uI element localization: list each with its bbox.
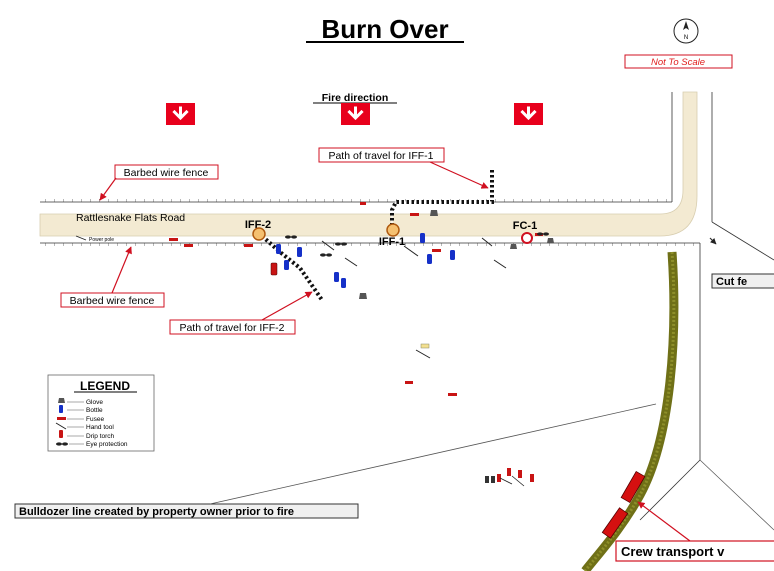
fire-direction-arrow-1 bbox=[166, 103, 195, 125]
fire-direction-label: Fire direction bbox=[322, 92, 389, 104]
marker-fc1-label: FC-1 bbox=[513, 220, 537, 232]
fence-right bbox=[639, 92, 774, 521]
callout-cut-fence-text: Cut fe bbox=[716, 276, 747, 288]
marker-fc1-icon bbox=[521, 232, 533, 244]
fire-direction-arrow-3 bbox=[514, 103, 543, 125]
hand-tool-icon bbox=[403, 245, 419, 257]
callout-cut-fence: Cut fe bbox=[711, 273, 774, 289]
callout-path-iff2-text: Path of travel for IFF-2 bbox=[179, 322, 284, 334]
callout-fence-top: Barbed wire fence bbox=[99, 164, 219, 201]
legend-item-drip-torch: Drip torch bbox=[86, 433, 115, 440]
glove-icon bbox=[510, 244, 517, 249]
callout-bulldozer-text: Bulldozer line created by property owner… bbox=[19, 506, 294, 518]
path-iff2 bbox=[260, 234, 324, 302]
legend: LEGEND Glove Bottle Fusee Hand tool Drip… bbox=[47, 374, 155, 452]
bulldozer-line bbox=[581, 251, 679, 571]
crew-transport-vehicle-1 bbox=[620, 470, 646, 504]
legend-glove-icon bbox=[58, 398, 65, 403]
fusee-icon bbox=[169, 238, 178, 241]
fusee-icon bbox=[244, 244, 253, 247]
legend-bottle-icon bbox=[59, 405, 63, 413]
marker-iff2-label: IFF-2 bbox=[245, 219, 271, 231]
path-iff1 bbox=[390, 170, 494, 228]
marker-iff1-label: IFF-1 bbox=[379, 236, 405, 248]
item-icon bbox=[420, 343, 430, 349]
fusee-icon bbox=[360, 202, 366, 205]
glove-icon bbox=[430, 210, 438, 216]
marker-iff1-icon bbox=[386, 223, 400, 237]
scale-note: Not To Scale bbox=[651, 57, 705, 68]
fusee-icon bbox=[432, 249, 441, 252]
road-name-label: Rattlesnake Flats Road bbox=[76, 212, 185, 224]
evidence-items bbox=[169, 202, 554, 487]
legend-item-fusee: Fusee bbox=[86, 416, 104, 423]
legend-drip-torch-icon bbox=[59, 430, 63, 438]
hand-tool-icon bbox=[493, 259, 507, 269]
legend-eye-protection-icon bbox=[56, 442, 68, 446]
power-pole-icon bbox=[75, 235, 87, 241]
bottle-icon bbox=[341, 278, 346, 288]
bottle-icon bbox=[276, 244, 281, 254]
crew-transport-vehicle-2 bbox=[601, 507, 629, 539]
legend-fusee-icon bbox=[57, 417, 66, 420]
fusee-icon bbox=[448, 393, 457, 396]
page-title: Burn Over bbox=[321, 14, 448, 44]
item-cluster bbox=[485, 468, 534, 487]
hand-tool-icon bbox=[481, 237, 493, 247]
fence-bottom bbox=[40, 242, 700, 246]
bottle-icon bbox=[427, 254, 432, 264]
callout-fence-top-text: Barbed wire fence bbox=[124, 167, 209, 179]
fence-top bbox=[40, 92, 673, 203]
scale-note-box bbox=[624, 54, 733, 69]
eye-protection-icon bbox=[537, 232, 549, 236]
dirt-track bbox=[699, 459, 774, 531]
legend-item-bottle: Bottle bbox=[86, 407, 103, 414]
bottle-icon bbox=[450, 250, 455, 260]
bottle-icon bbox=[284, 260, 289, 270]
fire-direction-arrow-2 bbox=[341, 103, 370, 125]
eye-protection-icon bbox=[285, 235, 297, 239]
bottle-icon bbox=[297, 247, 302, 257]
north-arrow-icon: N bbox=[673, 18, 699, 44]
hand-tool-icon bbox=[321, 240, 335, 251]
glove-icon bbox=[359, 293, 367, 299]
legend-item-hand-tool: Hand tool bbox=[86, 424, 114, 431]
road bbox=[39, 91, 698, 237]
callout-crew-transport-text: Crew transport v bbox=[621, 544, 725, 559]
legend-hand-tool-icon bbox=[55, 422, 67, 430]
callout-path-iff2: Path of travel for IFF-2 bbox=[169, 291, 313, 335]
legend-item-eye-protection: Eye protection bbox=[86, 441, 128, 448]
hand-tool-icon bbox=[415, 349, 431, 359]
callout-bulldozer: Bulldozer line created by property owner… bbox=[14, 403, 657, 519]
fusee-icon bbox=[184, 244, 193, 247]
power-pole-label: Power pole bbox=[89, 237, 114, 243]
eye-protection-icon bbox=[335, 242, 347, 246]
callout-path-iff1-text: Path of travel for IFF-1 bbox=[328, 150, 433, 162]
legend-item-glove: Glove bbox=[86, 399, 103, 406]
north-letter: N bbox=[684, 35, 688, 41]
legend-title: LEGEND bbox=[80, 379, 130, 393]
callout-fence-bottom-text: Barbed wire fence bbox=[70, 295, 155, 307]
eye-protection-icon bbox=[320, 253, 332, 257]
fusee-icon bbox=[405, 381, 413, 384]
drip-torch-icon bbox=[270, 262, 278, 276]
callout-path-iff1: Path of travel for IFF-1 bbox=[318, 147, 489, 189]
hand-tool-icon bbox=[344, 257, 358, 267]
callout-fence-bottom: Barbed wire fence bbox=[60, 246, 165, 308]
callout-crew-transport: Crew transport v bbox=[615, 501, 774, 562]
marker-iff2-icon bbox=[252, 227, 266, 241]
bottle-icon bbox=[334, 272, 339, 282]
bulldozer-line-texture bbox=[583, 251, 676, 571]
fusee-icon bbox=[410, 213, 419, 216]
bottle-icon bbox=[420, 233, 425, 243]
glove-icon bbox=[547, 238, 554, 243]
